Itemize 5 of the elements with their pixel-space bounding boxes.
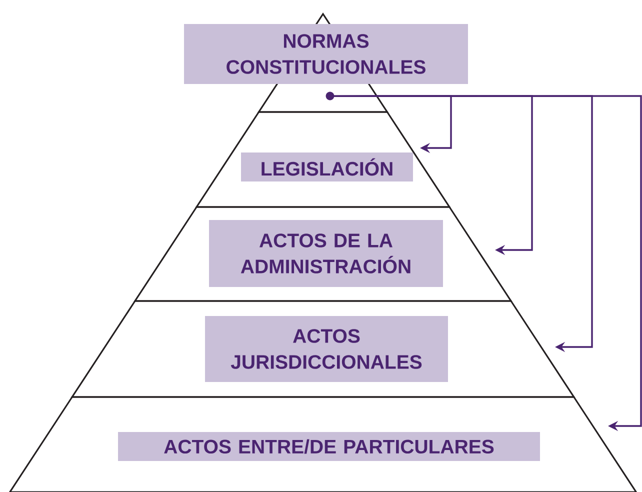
level-label: ACTOS JURISDICCIONALES bbox=[205, 316, 448, 382]
level-label: NORMAS CONSTITUCIONALES bbox=[184, 24, 468, 84]
level-label: LEGISLACIÓN bbox=[241, 152, 413, 182]
level-label: ACTOS ENTRE/DE PARTICULARES bbox=[118, 432, 540, 461]
level-label: ACTOS DE LA ADMINISTRACIÓN bbox=[209, 220, 443, 287]
